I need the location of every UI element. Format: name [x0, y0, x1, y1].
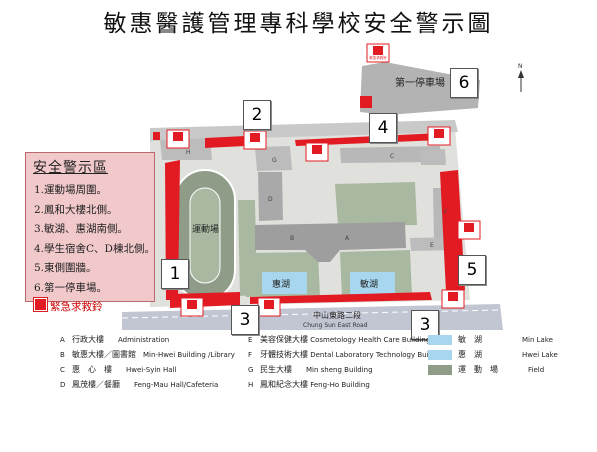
lake-min	[350, 272, 395, 294]
building-c	[340, 146, 441, 163]
legend-swatch-hwei-lake	[428, 350, 452, 360]
emergency-bell-icon	[180, 297, 204, 317]
safety-item: 1.運動場周圍。	[34, 184, 108, 196]
lake-hwei	[262, 272, 307, 294]
callout-3-left: 3	[231, 305, 259, 335]
north-arrow-icon: N	[518, 63, 524, 92]
lake-min-label: 敏湖	[360, 278, 378, 290]
building-letter-f: F	[444, 209, 448, 216]
safety-item: 6.第一停車場。	[34, 281, 108, 294]
callout-6: 6	[450, 68, 478, 98]
campus-map: 第一停車場 運動場 惠湖 敏湖 中山東路二段 Chung Sun East Ro…	[121, 43, 524, 330]
safety-zone-panel: 安全警示區 1.運動場周圍。 2.鳳和大樓北側。 3.敏湖、惠湖南側。 4.學生…	[25, 152, 155, 313]
building-letter-a: A	[345, 235, 350, 242]
building-d	[258, 172, 283, 221]
callout-4: 4	[369, 113, 397, 143]
emergency-bell-icon	[427, 126, 451, 146]
green-area-west	[238, 200, 257, 296]
emergency-bell-icon: 緊急求救鈴	[366, 43, 390, 63]
svg-text:緊急求救鈴: 緊急求救鈴	[369, 55, 387, 60]
building-g	[255, 146, 292, 171]
safety-bell-text: 緊急求救鈴	[50, 301, 103, 313]
emergency-bell-icon	[166, 129, 190, 149]
green-area-north	[335, 182, 417, 226]
building-letter-e: E	[430, 242, 434, 249]
road-label-en: Chung Sun East Road	[303, 322, 368, 329]
callout-5: 5	[458, 255, 486, 285]
callout-3-right: 3	[411, 310, 439, 340]
safety-item: 3.敏湖、惠湖南側。	[34, 223, 129, 235]
safety-bell-row: 緊急求救鈴	[33, 297, 154, 315]
emergency-bells: 緊急求救鈴	[166, 43, 481, 317]
safety-panel-title: 安全警示區	[33, 160, 108, 176]
sports-field-label: 運動場	[192, 223, 219, 235]
building-letter-b: B	[290, 235, 294, 242]
parking-label: 第一停車場	[395, 76, 445, 89]
svg-text:N: N	[518, 63, 523, 70]
page-title: 敏惠醫護管理專科學校安全警示圖	[103, 11, 494, 37]
emergency-bell-icon	[243, 130, 267, 150]
callout-1: 1	[161, 259, 189, 289]
road-chung-sun-east	[122, 304, 503, 330]
building-a-b	[255, 222, 406, 262]
safety-item: 2.鳳和大樓北側。	[34, 203, 118, 216]
road-label-zh: 中山東路二段	[313, 310, 361, 320]
emergency-bell-icon	[257, 297, 281, 317]
emergency-bell-icon	[457, 220, 481, 240]
safety-item: 4.學生宿舍C、D棟北側。	[34, 242, 155, 255]
legend-swatch-field	[428, 365, 452, 375]
emergency-bell-icon	[305, 142, 329, 162]
legend-swatch-min-lake	[428, 335, 452, 345]
safety-item: 5.東側圍牆。	[34, 262, 97, 274]
building-letter-g: G	[272, 157, 277, 164]
callout-2: 2	[243, 100, 271, 130]
building-letter-d: D	[268, 196, 273, 203]
lake-hwei-label: 惠湖	[272, 278, 290, 290]
building-letter-c: C	[390, 153, 394, 160]
emergency-bell-icon	[33, 297, 48, 312]
building-letter-h: H	[186, 149, 191, 156]
building-hostel	[420, 149, 446, 165]
emergency-bell-icon	[441, 289, 465, 309]
